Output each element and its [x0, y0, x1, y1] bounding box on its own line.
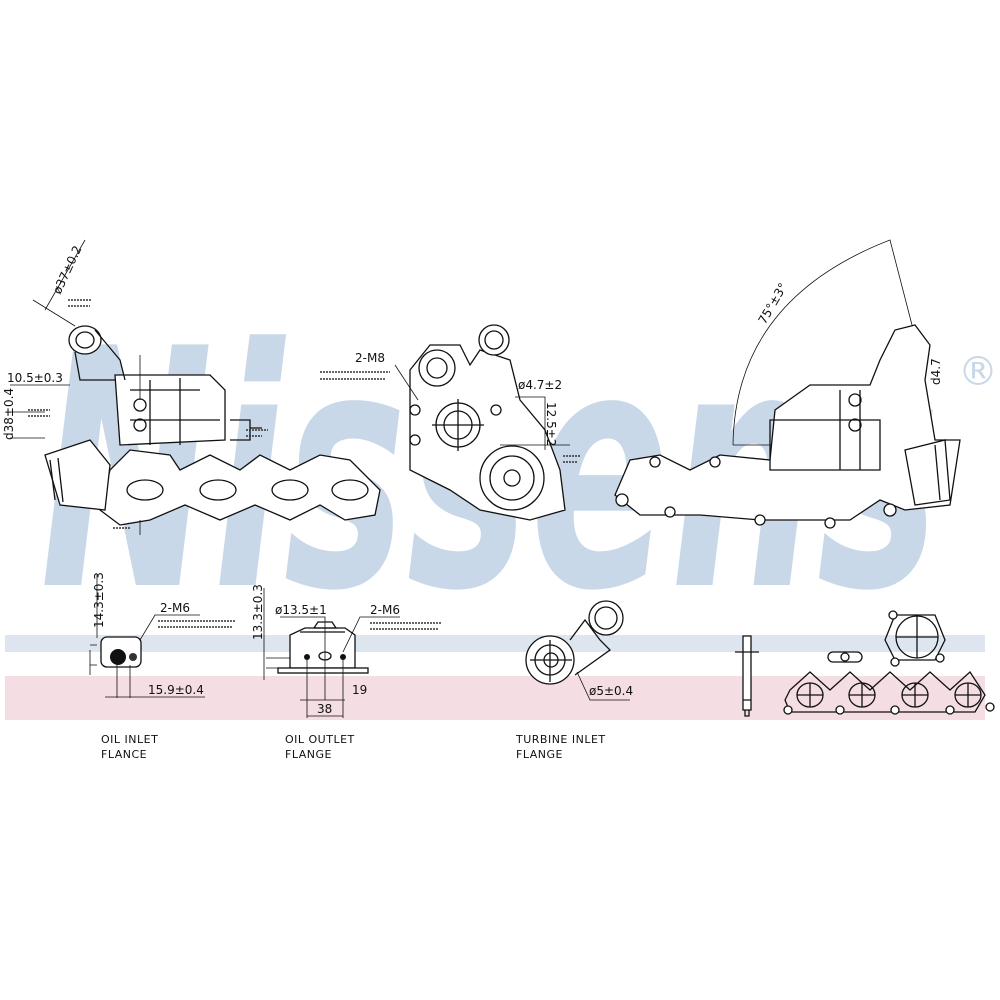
dim-dia-view2: ø4.7±2 [518, 378, 562, 392]
turbine-inlet-label-1: TURBINE INLET [515, 733, 606, 746]
dim-turbine-inlet-dia: ø5±0.4 [589, 684, 633, 698]
blue-band [5, 635, 985, 652]
dim-oil-outlet-thread: 2-M6 [370, 603, 400, 617]
oil-inlet-label-1: OIL INLET [101, 733, 158, 746]
turbine-inlet-flange [525, 600, 630, 701]
dim-outlet-dia: d38±0.4 [2, 388, 16, 440]
stud-bolt [735, 635, 759, 717]
gasket-set [783, 610, 995, 715]
turbine-inlet-label-2: FLANGE [516, 748, 563, 761]
oil-outlet-label-1: OIL OUTLET [285, 733, 355, 746]
dim-oil-inlet-thread: 2-M6 [160, 601, 190, 615]
dim-oil-outlet-half: 19 [352, 683, 367, 697]
turbo-view-end [394, 324, 570, 521]
oil-inlet-label-2: FLANCE [101, 748, 147, 761]
dim-offset: 10.5±0.3 [7, 371, 63, 385]
dim-oil-inlet-height: 14.3±0.3 [92, 572, 106, 628]
turbo-view-side [614, 239, 961, 529]
turbo-view-front [10, 239, 381, 535]
registered-mark: ® [958, 349, 998, 395]
oil-inlet-flange [89, 575, 205, 698]
dim-oil-outlet-height: 13.3±0.3 [251, 584, 265, 640]
dim-dia-view3: d4.7 [929, 358, 943, 385]
dim-oil-outlet-spacing: 38 [317, 702, 332, 716]
dim-oil-outlet-dia: ø13.5±1 [275, 603, 327, 617]
oil-outlet-flange [263, 588, 400, 718]
oil-outlet-label-2: FLANGE [285, 748, 332, 761]
dim-thread-view2: 2-M8 [355, 351, 385, 365]
dim-oil-inlet-spacing: 15.9±0.4 [148, 683, 204, 697]
dim-length-view2: 12.5±2 [544, 402, 558, 446]
